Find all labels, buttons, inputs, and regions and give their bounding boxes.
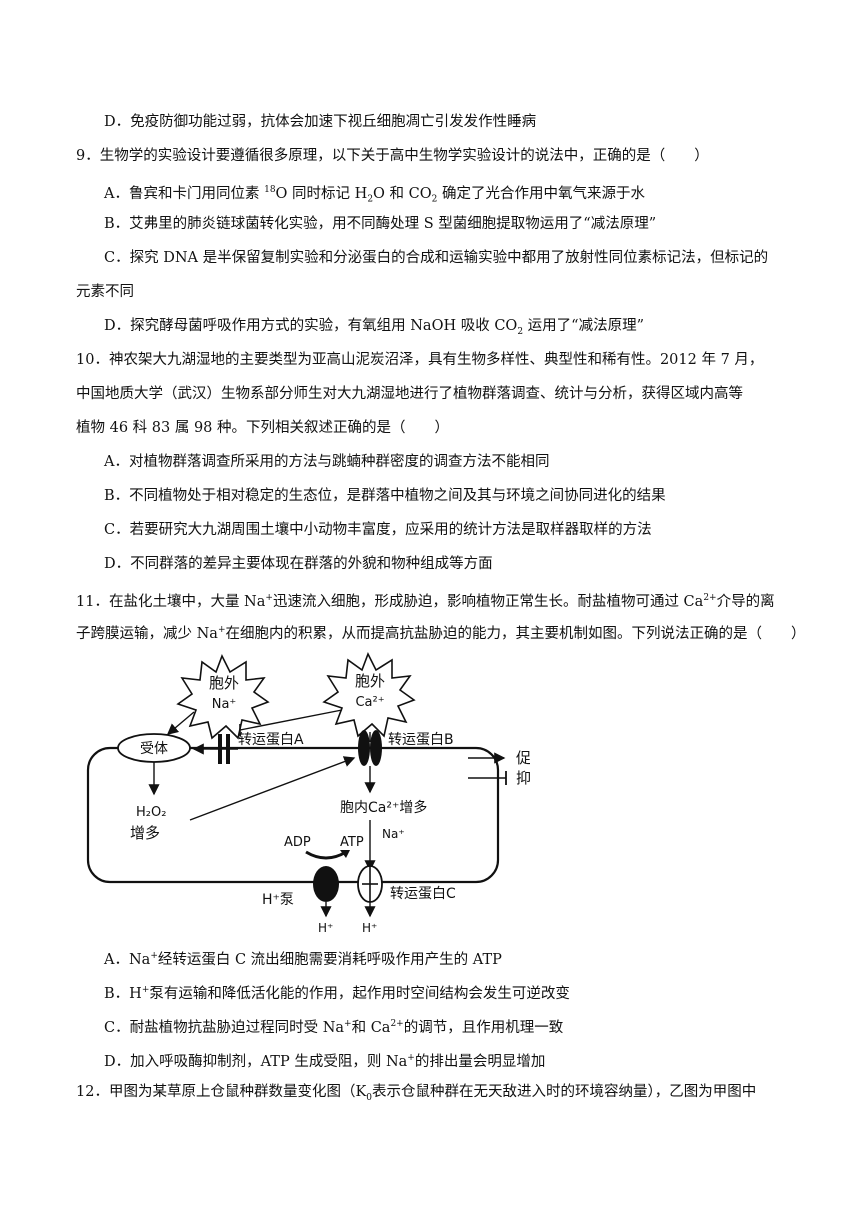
atp-label: ATP xyxy=(340,835,364,850)
h2o2-label: H₂O₂ xyxy=(136,805,166,820)
h2o2-increase-label: 增多 xyxy=(130,824,160,842)
protein-a-label: 转运蛋白A xyxy=(238,732,304,748)
out-ca-bottom-label: Ca²⁺ xyxy=(355,695,384,710)
q10-option-c: C．若要研究大九湖周围土壤中小动物丰富度，应采用的统计方法是取样器取样的方法 xyxy=(104,522,652,538)
transport-protein-c xyxy=(357,865,383,903)
q12-stem: 12．甲图为某草原上仓鼠种群数量变化图（K0表示仓鼠种群在无天敌进入时的环境容纳… xyxy=(76,1084,757,1103)
legend-inhibit-label: 抑制 xyxy=(516,769,530,787)
h-plus-1-label: H⁺ xyxy=(318,921,333,934)
q11-option-d: D．加入呼吸酶抑制剂，ATP 生成受阻，则 Na+的排出量会明显增加 xyxy=(104,1053,546,1070)
q9-option-c-line2: 元素不同 xyxy=(76,284,134,300)
cell-membrane xyxy=(86,746,500,884)
out-na-top-label: 胞外 xyxy=(209,674,239,692)
transport-protein-a xyxy=(210,734,238,764)
q10-option-b: B．不同植物处于相对稳定的生态位，是群落中植物之间及其与环境之间协同进化的结果 xyxy=(104,488,666,504)
outside-ca-burst: 胞外 Ca²⁺ xyxy=(322,652,416,738)
q9-option-b: B．艾弗里的肺炎链球菌转化实验，用不同酶处理 S 型菌细胞提取物运用了“减法原理… xyxy=(104,216,657,232)
protein-b-label: 转运蛋白B xyxy=(388,732,454,748)
q10-stem-line1: 10．神农架大九湖湿地的主要类型为亚高山泥炭沼泽，具有生物多样性、典型性和稀有性… xyxy=(76,352,764,368)
q9-option-a: A．鲁宾和卡门用同位素 18O 同时标记 H2O 和 CO2 确定了光合作用中氧… xyxy=(104,185,645,205)
na-in-label: Na⁺ xyxy=(382,827,405,841)
q11-option-b: B．H+泵有运输和降低活化能的作用，起作用时空间结构会发生可逆改变 xyxy=(104,985,570,1002)
protein-c-label: 转运蛋白C xyxy=(390,886,456,902)
q11-option-c: C．耐盐植物抗盐胁迫过程同时受 Na+和 Ca2+的调节，且作用机理一致 xyxy=(104,1019,564,1036)
out-ca-top-label: 胞外 xyxy=(355,672,385,690)
ion-transport-diagram: 胞外 Na⁺ 胞外 Ca²⁺ 受体 转运蛋白A 转运蛋白B H₂O₂ 增多 胞内… xyxy=(86,652,530,934)
q11-option-a: A．Na+经转运蛋白 C 流出细胞需要消耗呼吸作用产生的 ATP xyxy=(104,951,502,968)
adp-label: ADP xyxy=(284,835,311,850)
legend-promote-label: 促进 xyxy=(516,749,530,767)
q9-stem: 9．生物学的实验设计要遵循很多原理，以下关于高中生物学实验设计的说法中，正确的是… xyxy=(76,148,709,164)
q10-stem-line2: 中国地质大学（武汉）生物系部分师生对大九湖湿地进行了植物群落调查、统计与分析，获… xyxy=(76,386,743,402)
out-na-bottom-label: Na⁺ xyxy=(212,697,237,712)
q9-option-d: D．探究酵母菌呼吸作用方式的实验，有氧组用 NaOH 吸收 CO2 运用了“减法… xyxy=(104,318,644,337)
h-pump xyxy=(313,866,339,902)
q10-option-d: D．不同群落的差异主要体现在群落的外貌和物种组成等方面 xyxy=(104,556,493,572)
q11-stem-line1: 11．在盐化土壤中，大量 Na+迅速流入细胞，形成胁迫，影响植物正常生长。耐盐植… xyxy=(76,593,775,610)
h-pump-label: H⁺泵 xyxy=(262,892,294,908)
h-plus-2-label: H⁺ xyxy=(362,921,377,934)
transport-protein-b xyxy=(358,730,382,766)
receptor-label: 受体 xyxy=(140,741,168,757)
q9-option-c-line1: C．探究 DNA 是半保留复制实验和分泌蛋白的合成和运输实验中都用了放射性同位素… xyxy=(104,250,769,266)
q11-stem-line2: 子跨膜运输，减少 Na+在细胞内的积累，从而提高抗盐胁迫的能力，其主要机制如图。… xyxy=(76,625,806,642)
outside-na-burst: 胞外 Na⁺ xyxy=(176,654,270,740)
q10-option-a: A．对植物群落调查所采用的方法与跳蝻种群密度的调查方法不能相同 xyxy=(104,454,550,470)
q8-option-d: D．免疫防御功能过弱，抗体会加速下视丘细胞凋亡引发发作性睡病 xyxy=(104,114,537,130)
ca-in-label: 胞内Ca²⁺增多 xyxy=(340,799,427,816)
q10-stem-line3: 植物 46 科 83 属 98 种。下列相关叙述正确的是（ ） xyxy=(76,420,450,436)
